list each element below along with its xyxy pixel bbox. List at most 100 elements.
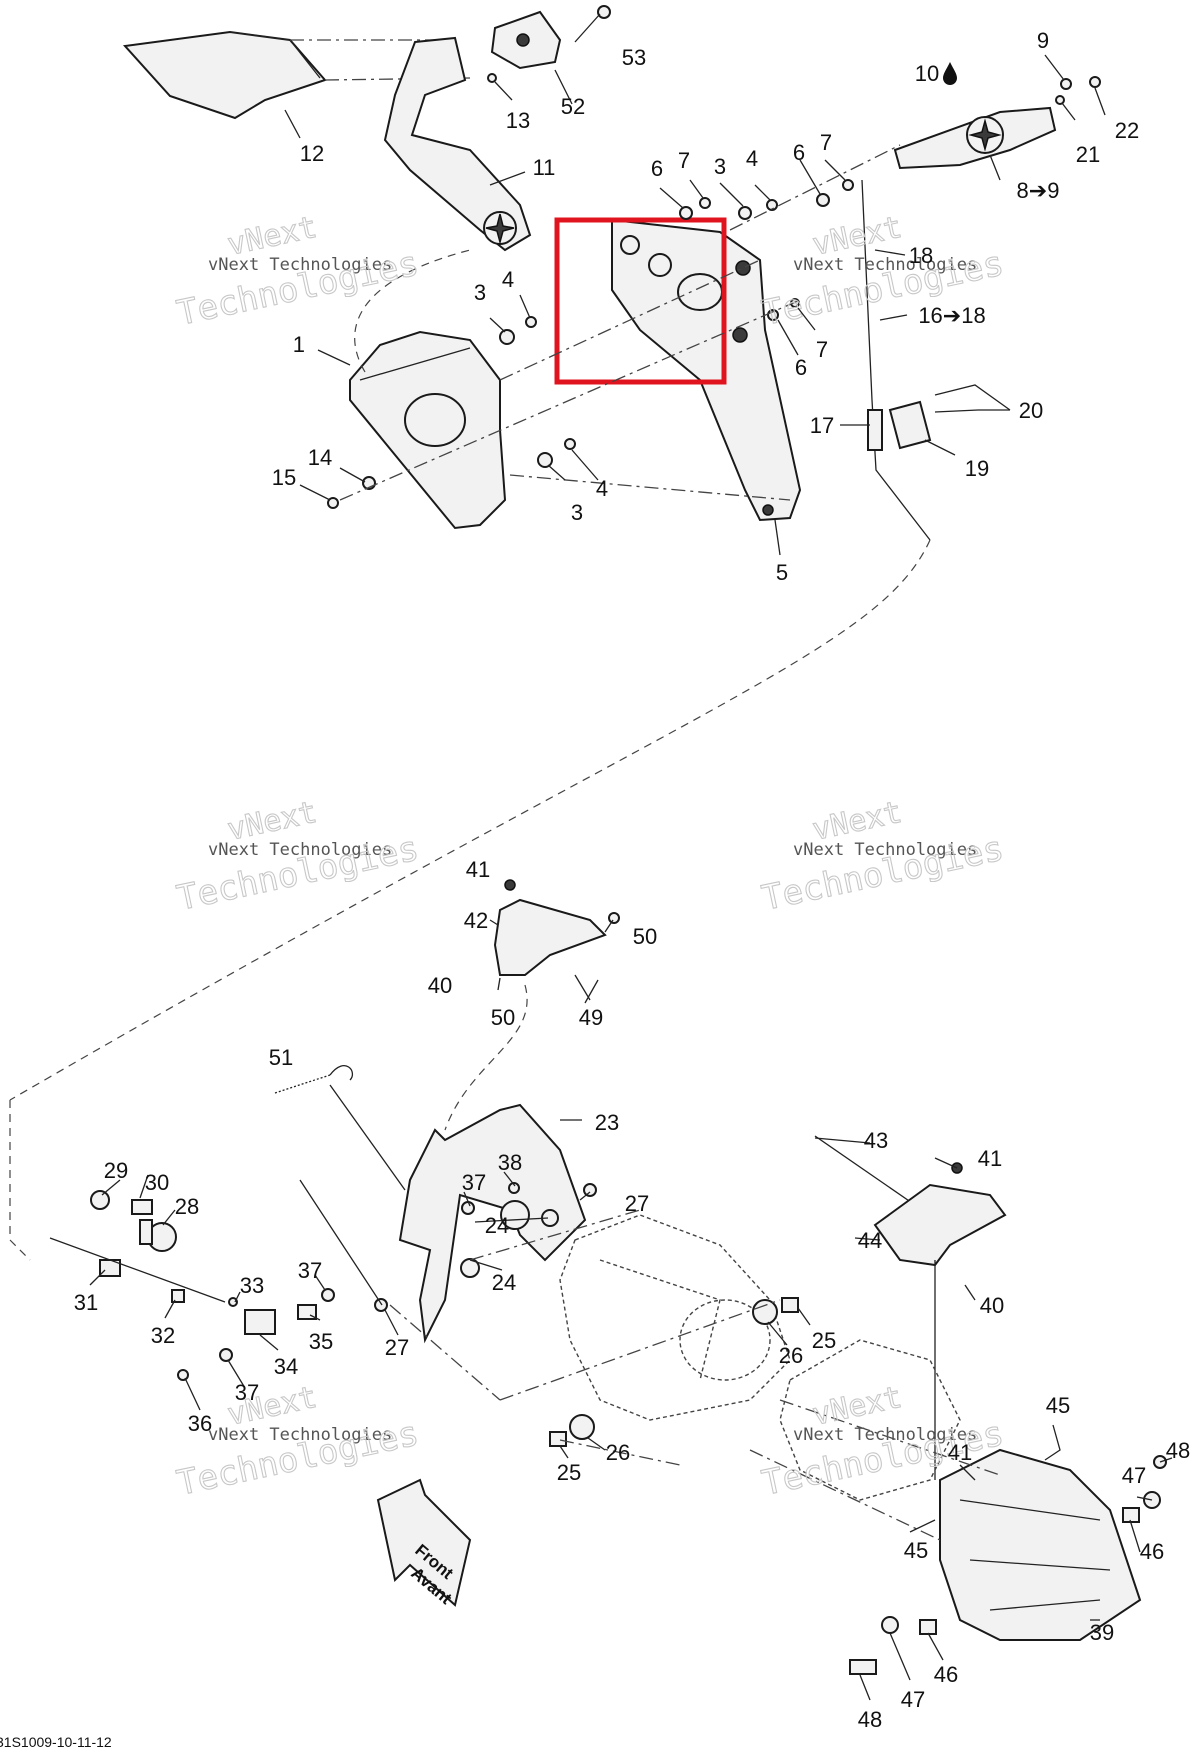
callout-30: 30 bbox=[145, 1170, 169, 1195]
callout-28: 28 bbox=[175, 1194, 199, 1219]
front-arrow: Front Avant bbox=[376, 1478, 472, 1608]
part-44-bracket bbox=[873, 1162, 1007, 1267]
callout-45: 45 bbox=[1046, 1393, 1070, 1418]
callout-25: 25 bbox=[557, 1460, 581, 1485]
housing-ghost bbox=[559, 1214, 791, 1421]
callout-3: 3 bbox=[474, 280, 486, 305]
callout-7: 7 bbox=[820, 130, 832, 155]
callout-11: 11 bbox=[533, 155, 556, 180]
part-13-screw bbox=[487, 73, 497, 83]
callout-34: 34 bbox=[274, 1354, 298, 1379]
callout-17: 17 bbox=[810, 413, 834, 438]
watermark-small: vNext Technologies bbox=[208, 1425, 392, 1445]
watermark-small: vNext Technologies bbox=[793, 255, 977, 275]
part-43-link bbox=[814, 1135, 916, 1206]
watermark-1: vNext vNext Technologies Technologies bbox=[173, 209, 423, 334]
callout-44: 44 bbox=[858, 1228, 882, 1253]
callout-48: 48 bbox=[858, 1707, 882, 1732]
watermark-small: vNext Technologies bbox=[208, 255, 392, 275]
callout-13: 13 bbox=[506, 108, 530, 133]
axis-line bbox=[499, 1299, 781, 1401]
highlight-box bbox=[554, 217, 727, 385]
oil-drop-icon bbox=[943, 62, 957, 85]
callout-37: 37 bbox=[298, 1258, 322, 1283]
callout-43: 43 bbox=[864, 1128, 888, 1153]
callout-1: 1 bbox=[293, 332, 305, 357]
callout-29: 29 bbox=[104, 1158, 128, 1183]
callout-6: 6 bbox=[651, 156, 663, 181]
axis-line bbox=[749, 1449, 941, 1541]
callout-15: 15 bbox=[272, 465, 296, 490]
part-22-nut bbox=[1089, 76, 1101, 88]
leader-lines bbox=[89, 13, 1173, 1701]
callout-32: 32 bbox=[151, 1323, 175, 1348]
axis-line bbox=[389, 1304, 501, 1401]
fasteners-top bbox=[327, 179, 854, 509]
axis-line bbox=[729, 144, 901, 231]
callout-33: 33 bbox=[240, 1273, 264, 1298]
callout-7: 7 bbox=[678, 148, 690, 173]
axis-line bbox=[559, 1439, 681, 1466]
callout-41: 41 bbox=[978, 1146, 1002, 1171]
callout-24: 24 bbox=[485, 1213, 509, 1238]
callout-3: 3 bbox=[714, 154, 726, 179]
callout-4: 4 bbox=[746, 146, 758, 171]
watermark-4: vNext vNext Technologies Technologies bbox=[758, 794, 1008, 919]
arc-leader bbox=[354, 249, 471, 373]
callout-25: 25 bbox=[812, 1328, 836, 1353]
part-31-cable-end bbox=[49, 1237, 226, 1303]
callout-41: 41 bbox=[466, 857, 490, 882]
part-52-bracket bbox=[490, 10, 562, 70]
callout-22: 22 bbox=[1115, 118, 1139, 143]
footer-code: 31S1009-10-11-12 bbox=[0, 1734, 112, 1750]
callout-38: 38 bbox=[498, 1150, 522, 1175]
callout-8-to-9: 8➔9 bbox=[1017, 178, 1060, 203]
part-9-nut bbox=[1060, 78, 1072, 90]
watermark-small: vNext Technologies bbox=[793, 840, 977, 860]
part-21-washer bbox=[1055, 95, 1065, 105]
callout-42: 42 bbox=[464, 908, 488, 933]
watermark-5: vNext vNext Technologies Technologies bbox=[173, 1379, 423, 1504]
part-16-rod bbox=[861, 179, 932, 541]
callout-3: 3 bbox=[571, 500, 583, 525]
callout-39: 39 bbox=[1090, 1620, 1114, 1645]
axis-line bbox=[339, 299, 801, 501]
housing-ghost-right bbox=[779, 1339, 961, 1501]
part-42-bracket bbox=[493, 879, 620, 976]
callout-49: 49 bbox=[579, 1005, 603, 1030]
callout-40: 40 bbox=[980, 1293, 1004, 1318]
callout-5: 5 bbox=[776, 560, 788, 585]
callout-36: 36 bbox=[188, 1411, 212, 1436]
callout-4: 4 bbox=[502, 267, 514, 292]
part-23-pedal-bracket bbox=[398, 1103, 587, 1344]
callout-48: 48 bbox=[1166, 1438, 1190, 1463]
cable-route bbox=[9, 539, 931, 1101]
callout-52: 52 bbox=[561, 94, 585, 119]
callout-47: 47 bbox=[901, 1687, 925, 1712]
axis-line bbox=[499, 259, 761, 381]
watermark-3: vNext vNext Technologies Technologies bbox=[173, 794, 423, 919]
part-12-flap bbox=[122, 30, 327, 120]
callout-46: 46 bbox=[934, 1662, 958, 1687]
part-51-spring bbox=[274, 1065, 354, 1094]
callout-50: 50 bbox=[491, 1005, 515, 1030]
arc-leader bbox=[444, 984, 528, 1131]
callout-26: 26 bbox=[606, 1440, 630, 1465]
callout-4: 4 bbox=[596, 476, 608, 501]
callout-51: 51 bbox=[269, 1045, 293, 1070]
part-5-plate bbox=[611, 218, 802, 522]
watermark-small: vNext Technologies bbox=[208, 840, 392, 860]
callout-37: 37 bbox=[462, 1170, 486, 1195]
callout-12: 12 bbox=[300, 141, 324, 166]
part-11-lever-arm bbox=[383, 36, 532, 252]
callout-47: 47 bbox=[1122, 1463, 1146, 1488]
callout-6: 6 bbox=[793, 140, 805, 165]
part-8-lever bbox=[893, 106, 1057, 170]
part-39-housing bbox=[939, 1448, 1142, 1641]
cable-route bbox=[9, 1100, 31, 1261]
callout-21: 21 bbox=[1076, 142, 1100, 167]
callout-19: 19 bbox=[965, 456, 989, 481]
callout-26: 26 bbox=[779, 1343, 803, 1368]
watermark-small: vNext Technologies bbox=[793, 1425, 977, 1445]
callout-18: 18 bbox=[909, 243, 933, 268]
